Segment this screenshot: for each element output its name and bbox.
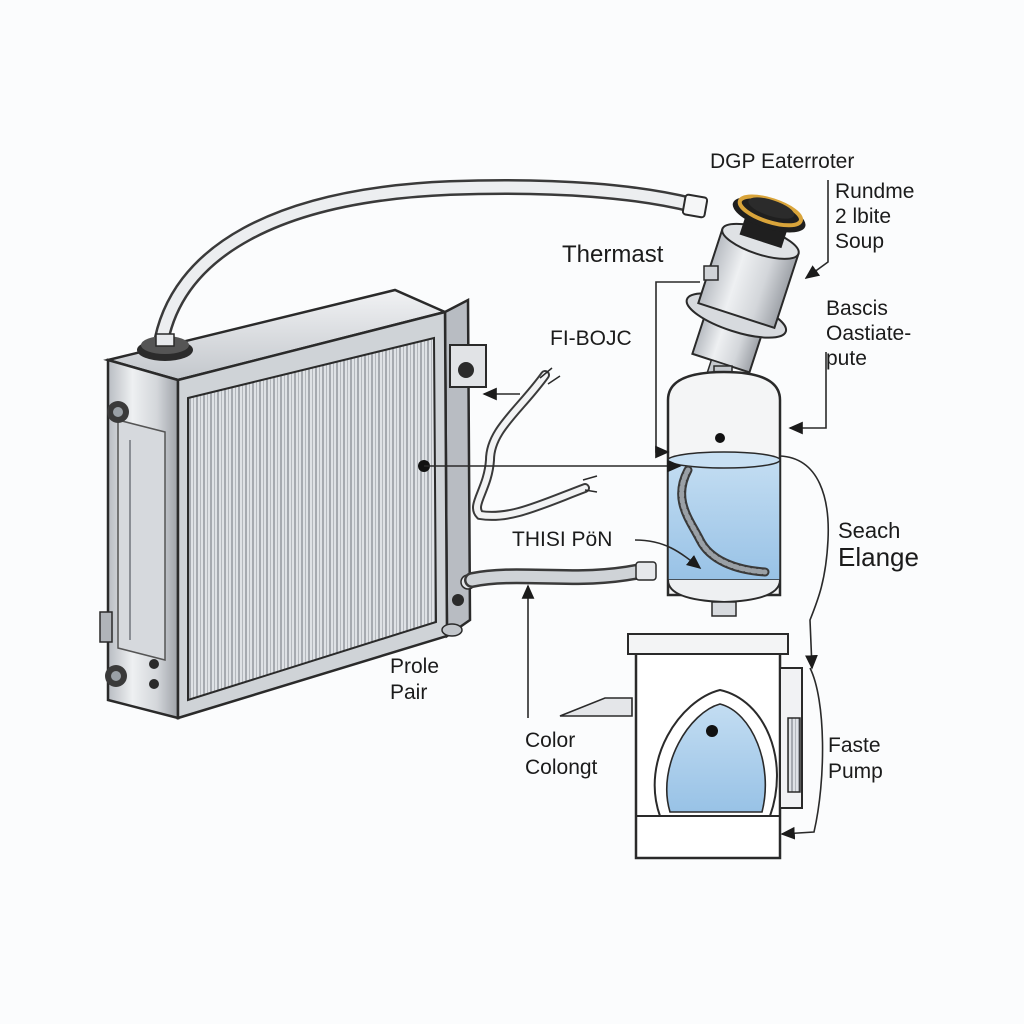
water-pump xyxy=(559,633,803,860)
sensor-wire xyxy=(472,367,598,521)
label-seach: Seach xyxy=(838,518,900,543)
label-prole: Prole xyxy=(390,655,439,678)
radiator xyxy=(99,288,487,720)
label-pump: Pump xyxy=(828,760,883,783)
label-rundme-3: Soup xyxy=(835,230,884,253)
radiator-cap xyxy=(137,333,193,361)
label-dgp-eaterroter: DGP Eaterroter xyxy=(710,150,854,173)
label-bascis-2: Oastiate- xyxy=(826,322,911,345)
label-fi-bojc: FI-BOJC xyxy=(550,327,632,350)
label-bascis-1: Bascis xyxy=(826,297,888,320)
leader-lines xyxy=(424,180,830,840)
label-color: Color xyxy=(525,729,575,752)
label-rundme-2: 2 lbite xyxy=(835,205,891,228)
label-thisi-pon: THISI PöN xyxy=(512,528,612,551)
lower-hose xyxy=(464,561,657,588)
label-elange: Elange xyxy=(838,542,919,572)
label-thermast: Thermast xyxy=(562,241,664,268)
label-rundme-1: Rundme xyxy=(835,180,914,203)
label-colongt: Colongt xyxy=(525,756,598,779)
label-pair: Pair xyxy=(390,681,427,704)
thermostat-side-nut xyxy=(703,265,719,281)
labels: DGP Eaterroter Rundme 2 lbite Soup Therm… xyxy=(390,150,919,783)
label-bascis-3: pute xyxy=(826,347,867,370)
overflow-hose xyxy=(152,178,709,356)
coolant-reservoir xyxy=(666,365,782,617)
label-faste: Faste xyxy=(828,734,881,757)
